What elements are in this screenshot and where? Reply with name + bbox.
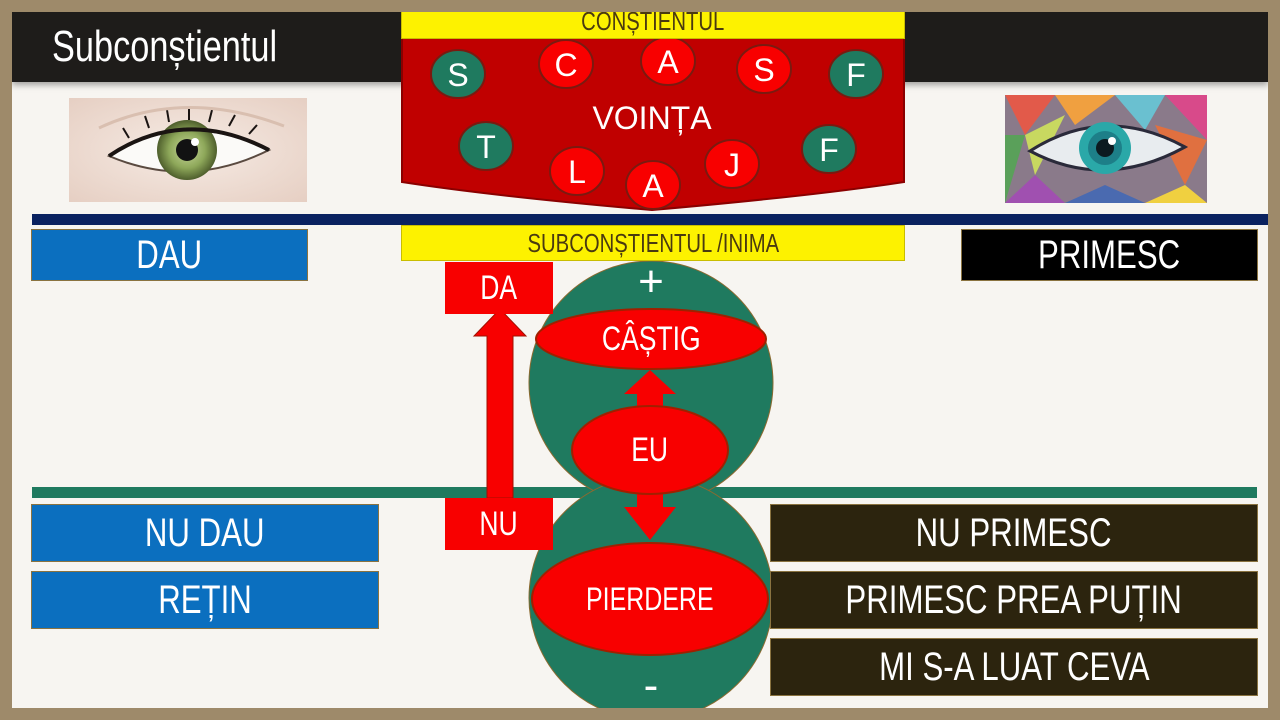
will-letter: L	[568, 154, 586, 190]
yes-box: DA	[445, 262, 553, 314]
loss-ellipse	[531, 542, 769, 656]
retaining-box: REȚIN	[31, 571, 379, 629]
self-ellipse	[571, 405, 729, 495]
will-letter-circle	[704, 139, 760, 189]
receiving-too-little-box: PRIMESC PREA PUȚIN	[770, 571, 1258, 629]
mosaic-eye-svg	[1005, 95, 1207, 203]
will-letters: S C A S F T L A J F VOINȚA	[430, 36, 884, 210]
natural-eye-svg	[69, 98, 307, 202]
will-letter: F	[846, 57, 866, 93]
will-letter-circle	[828, 49, 884, 99]
will-letter-circle	[458, 121, 514, 171]
something-taken-box: MI S-A LUAT CEVA	[770, 638, 1258, 696]
no-box: NU	[445, 498, 553, 550]
plus-sign: +	[638, 257, 664, 306]
not-receiving-box: NU PRIMESC	[770, 504, 1258, 562]
gain-label: CÂȘTIG	[601, 320, 701, 358]
arrow-up-to-gain	[624, 370, 676, 410]
conscious-bar: CONȘTIENTUL	[401, 12, 905, 39]
natural-eye-image	[69, 98, 307, 202]
will-letter: A	[657, 44, 679, 80]
will-letter-circle	[549, 146, 605, 196]
minus-sign: -	[643, 661, 659, 708]
will-letter: F	[819, 132, 839, 168]
self-label: EU	[631, 431, 669, 469]
will-letter: S	[753, 52, 774, 88]
will-letter: J	[724, 147, 740, 183]
will-letter: T	[476, 129, 496, 165]
mosaic-eye-image	[1005, 95, 1207, 203]
will-letter: C	[554, 47, 577, 83]
arrow-no-to-yes	[472, 308, 528, 499]
will-label: VOINȚA	[592, 100, 712, 136]
not-giving-box: NU DAU	[31, 504, 379, 562]
subconscious-bar: SUBCONȘTIENTUL /INIMA	[401, 225, 905, 261]
will-letter-circle	[625, 160, 681, 210]
arrow-down-to-loss	[624, 490, 676, 540]
will-letter-circle	[801, 124, 857, 174]
receive-box: PRIMESC	[961, 229, 1258, 281]
give-box: DAU	[31, 229, 308, 281]
loss-label: PIERDERE	[586, 581, 714, 617]
will-letter-circle	[736, 44, 792, 94]
gain-ellipse	[535, 308, 767, 370]
slide: Subconștientul	[12, 12, 1268, 708]
will-letter-circle	[430, 49, 486, 99]
will-letter: S	[447, 57, 468, 93]
will-letter-circle	[538, 39, 594, 89]
top-divider-line	[32, 214, 1268, 225]
will-letter: A	[642, 168, 664, 204]
page-title: Subconștientul	[52, 22, 278, 71]
